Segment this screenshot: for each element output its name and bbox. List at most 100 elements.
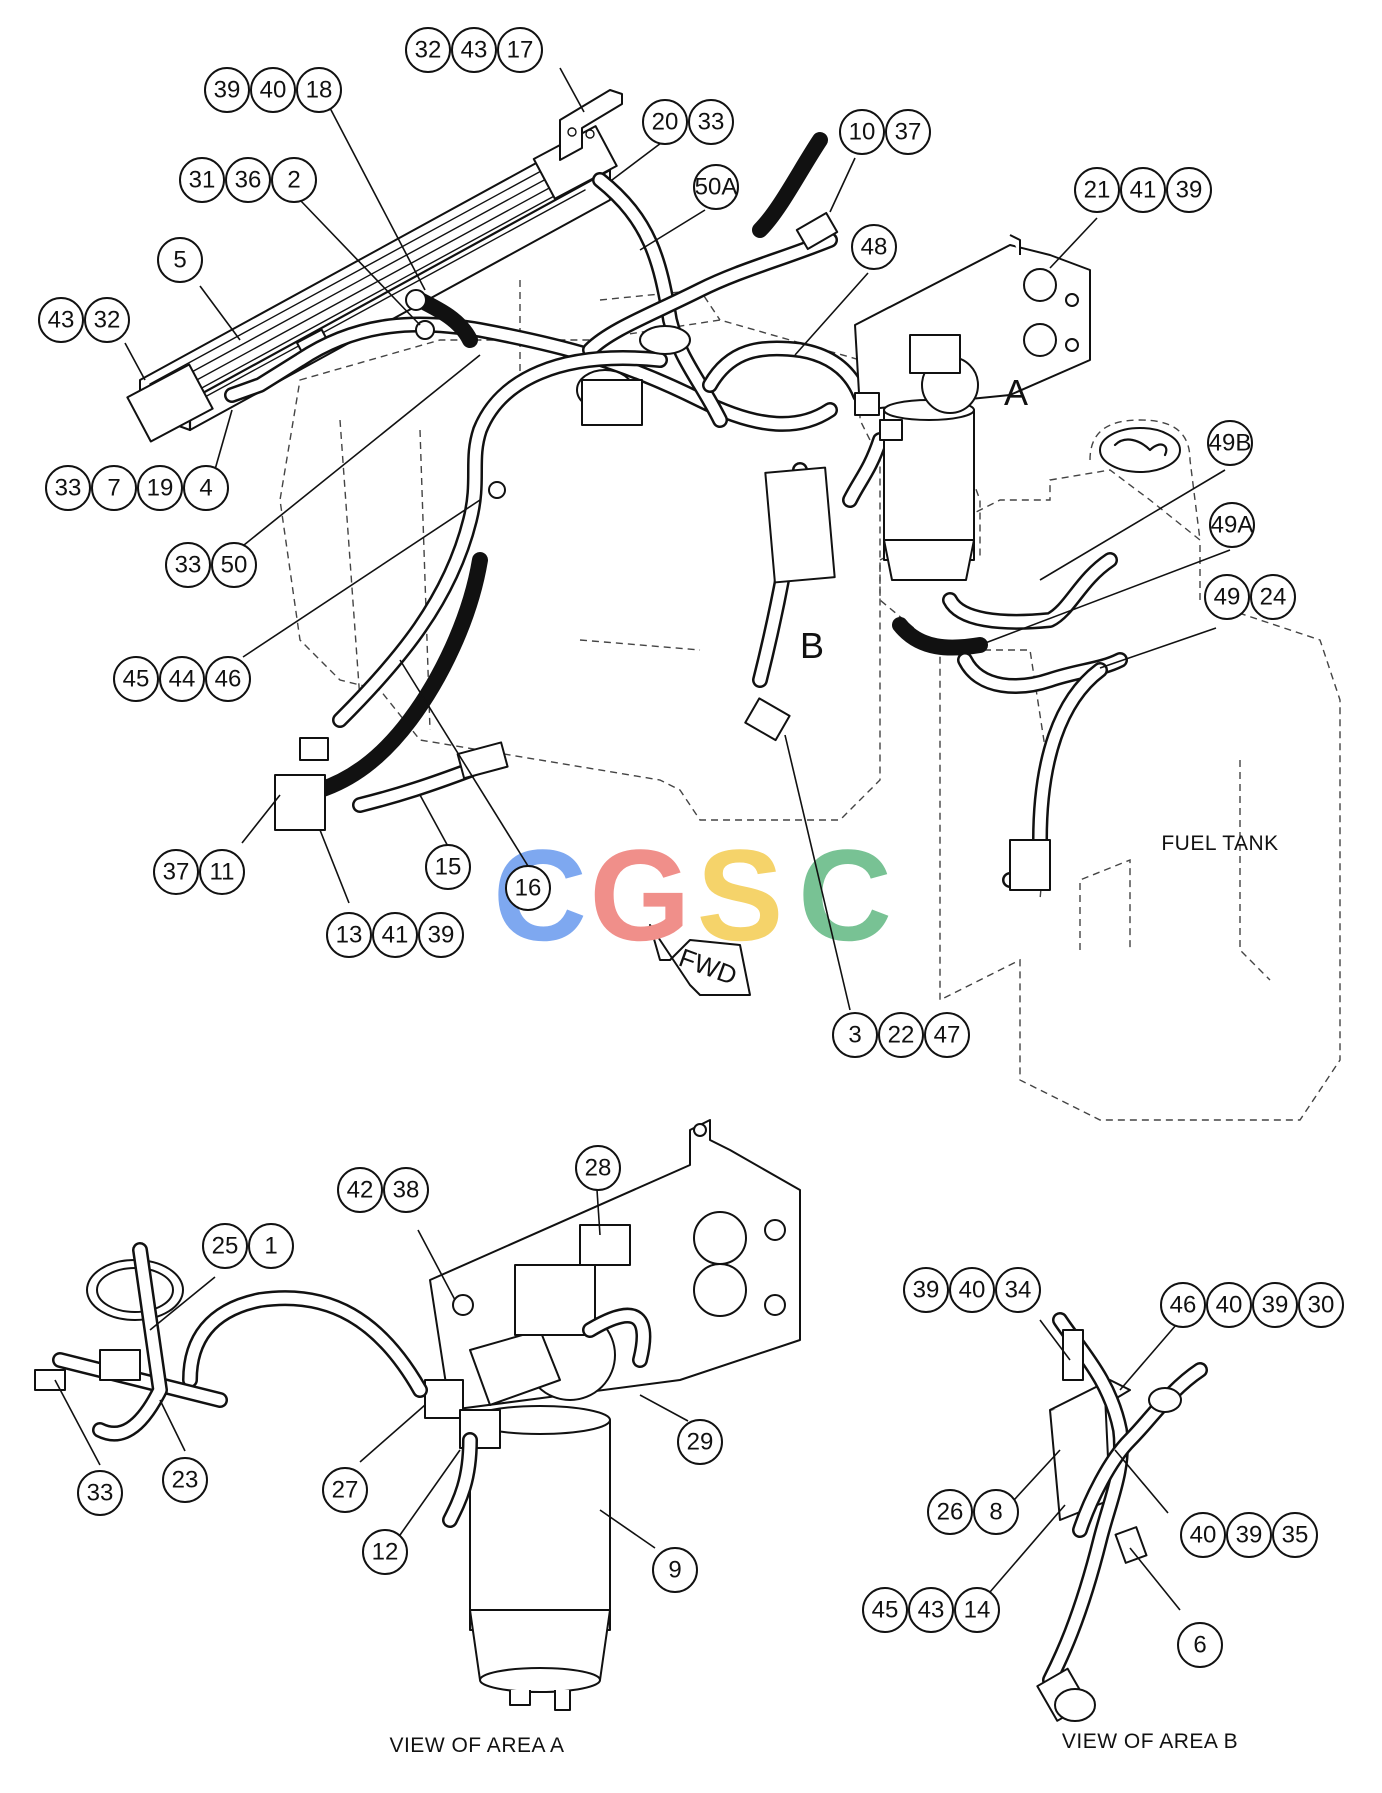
callout-circle xyxy=(1204,574,1250,620)
part-number: 39 xyxy=(1176,177,1203,204)
callout-circle xyxy=(296,67,342,113)
part-number: 25 xyxy=(212,1233,239,1260)
part-number: 46 xyxy=(215,666,242,693)
callout-circle xyxy=(205,656,251,702)
callout-group: 49A xyxy=(1209,502,1255,548)
callout-circle xyxy=(505,865,551,911)
callout-circle xyxy=(77,1470,123,1516)
callout-circle xyxy=(162,1457,208,1503)
part-number: 34 xyxy=(1005,1277,1032,1304)
part-number: 19 xyxy=(147,475,174,502)
callout-circle xyxy=(1166,167,1212,213)
part-number: 39 xyxy=(214,77,241,104)
part-number: 3 xyxy=(848,1022,861,1049)
callout-circle xyxy=(497,27,543,73)
part-number: 33 xyxy=(175,552,202,579)
part-number: 45 xyxy=(872,1597,899,1624)
part-number: 47 xyxy=(934,1022,961,1049)
part-number: 32 xyxy=(415,37,442,64)
callout-circle xyxy=(924,1012,970,1058)
fuel-cooler xyxy=(126,125,618,443)
callout-circle xyxy=(405,27,451,73)
part-number: 40 xyxy=(959,1277,986,1304)
callout-circle xyxy=(1206,1282,1252,1328)
callout-group: 49B xyxy=(1207,420,1253,466)
part-number: 39 xyxy=(428,922,455,949)
callout-circle xyxy=(1180,1512,1226,1558)
part-number: 6 xyxy=(1193,1632,1206,1659)
part-number: 15 xyxy=(435,854,462,881)
view-of-area-b xyxy=(1036,1312,1208,1722)
callout-circle xyxy=(159,656,205,702)
callout-circle xyxy=(383,1167,429,1213)
fuel-hoses xyxy=(224,132,1128,888)
callout-group: 6 xyxy=(1177,1622,1223,1668)
part-number: 5 xyxy=(173,247,186,274)
callout-circle xyxy=(1207,420,1253,466)
callout-group: 33 xyxy=(77,1470,123,1516)
callout-group: 15 xyxy=(425,844,471,890)
callout-circle xyxy=(157,237,203,283)
callout-group: 12 xyxy=(362,1529,408,1575)
hose-clamps xyxy=(274,211,1051,891)
part-number: 9 xyxy=(668,1557,681,1584)
part-number: 37 xyxy=(163,859,190,886)
part-number: 18 xyxy=(306,77,333,104)
part-number: 30 xyxy=(1308,1292,1335,1319)
part-number: 40 xyxy=(260,77,287,104)
fuel-tank-label: FUEL TANK xyxy=(1161,832,1278,855)
callout-circle xyxy=(337,1167,383,1213)
callout-group: 28 xyxy=(575,1145,621,1191)
part-number: 31 xyxy=(189,167,216,194)
callout-circle xyxy=(885,109,931,155)
callout-circle xyxy=(1298,1282,1344,1328)
callout-circle xyxy=(91,465,137,511)
callout-group: 37 11 xyxy=(153,849,245,895)
callout-group: 23 xyxy=(162,1457,208,1503)
callout-circle xyxy=(137,465,183,511)
callout-circle xyxy=(1272,1512,1318,1558)
view-label-a: A xyxy=(1004,372,1028,413)
part-number: 39 xyxy=(1236,1522,1263,1549)
part-number: 36 xyxy=(235,167,262,194)
callout-circle xyxy=(903,1267,949,1313)
callout-circle xyxy=(45,465,91,511)
mounting-bracket xyxy=(559,89,623,161)
callout-circle xyxy=(271,157,317,203)
part-number: 11 xyxy=(210,859,235,886)
part-number: 40 xyxy=(1190,1522,1217,1549)
part-number: 7 xyxy=(107,475,120,502)
callout-circle xyxy=(1252,1282,1298,1328)
part-number: 33 xyxy=(698,109,725,136)
forward-arrow: FWD xyxy=(649,924,751,996)
callout-circle xyxy=(418,912,464,958)
part-number: 45 xyxy=(123,666,150,693)
part-number: 8 xyxy=(989,1499,1002,1526)
callout-circle xyxy=(949,1267,995,1313)
callout-circle xyxy=(372,912,418,958)
callout-circle xyxy=(693,164,739,210)
callout-circle xyxy=(211,542,257,588)
callout-circle xyxy=(1120,167,1166,213)
callout-circle xyxy=(225,157,271,203)
callout-circle xyxy=(1177,1622,1223,1668)
callout-circle xyxy=(1226,1512,1272,1558)
part-number: 29 xyxy=(687,1429,714,1456)
part-number: 22 xyxy=(888,1022,915,1049)
